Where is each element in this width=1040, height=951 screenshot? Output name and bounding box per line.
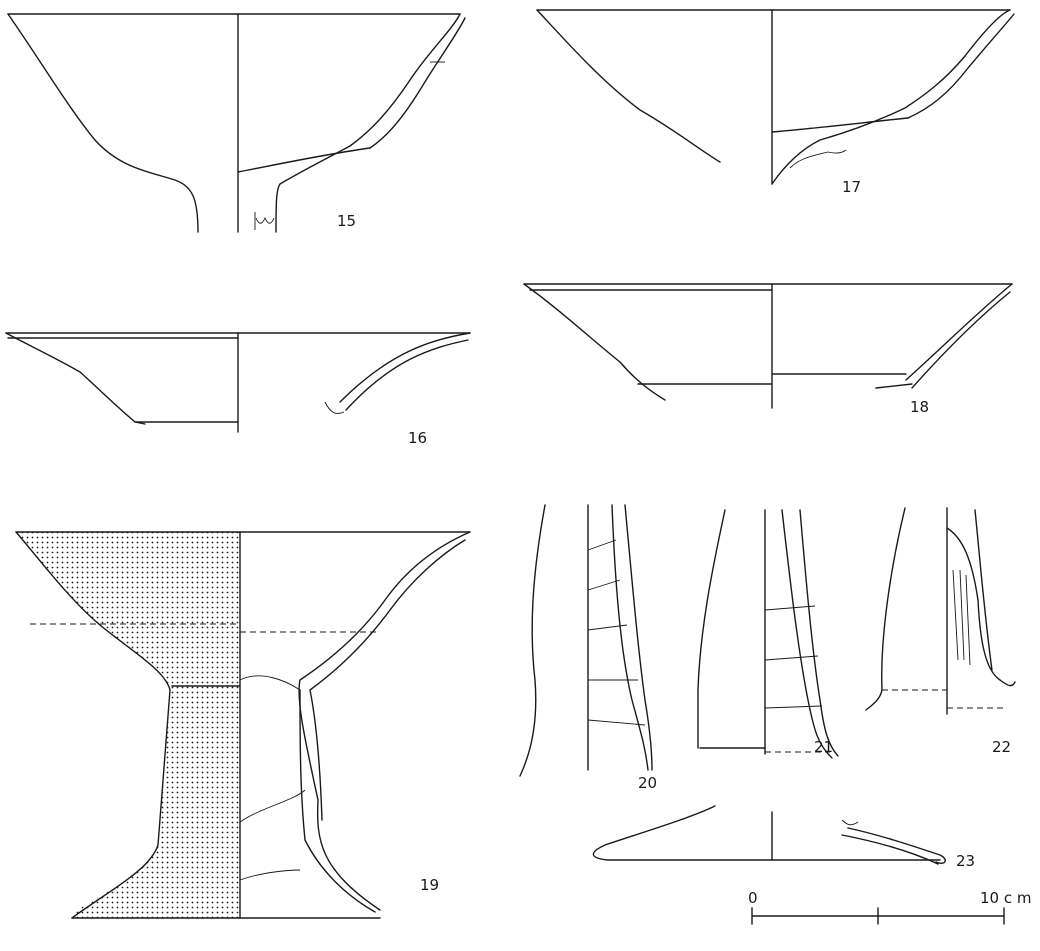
- fragment-22: [865, 507, 1016, 715]
- figure-label-21: 21: [814, 738, 833, 756]
- fragment-23: [592, 805, 946, 865]
- scale-end-label: 10 c m: [980, 889, 1031, 907]
- figure-label-18: 18: [910, 398, 929, 416]
- figure-label-19: 19: [420, 876, 439, 894]
- fragment-21: [697, 509, 839, 759]
- figure-label-16: 16: [408, 429, 427, 447]
- fragment-20: [519, 504, 653, 777]
- vessel-15: [7, 13, 466, 233]
- figure-label-17: 17: [842, 178, 861, 196]
- figure-label-15: 15: [337, 212, 356, 230]
- figure-label-20: 20: [638, 774, 657, 792]
- figure-label-22: 22: [992, 738, 1011, 756]
- vessel-16: [5, 332, 471, 433]
- vessel-17: [536, 9, 1015, 185]
- figure-label-23: 23: [956, 852, 975, 870]
- scale-start-label: 0: [748, 889, 758, 907]
- scale-bar: [751, 907, 1005, 925]
- vessel-18: [523, 283, 1013, 409]
- vessel-19: [15, 531, 471, 919]
